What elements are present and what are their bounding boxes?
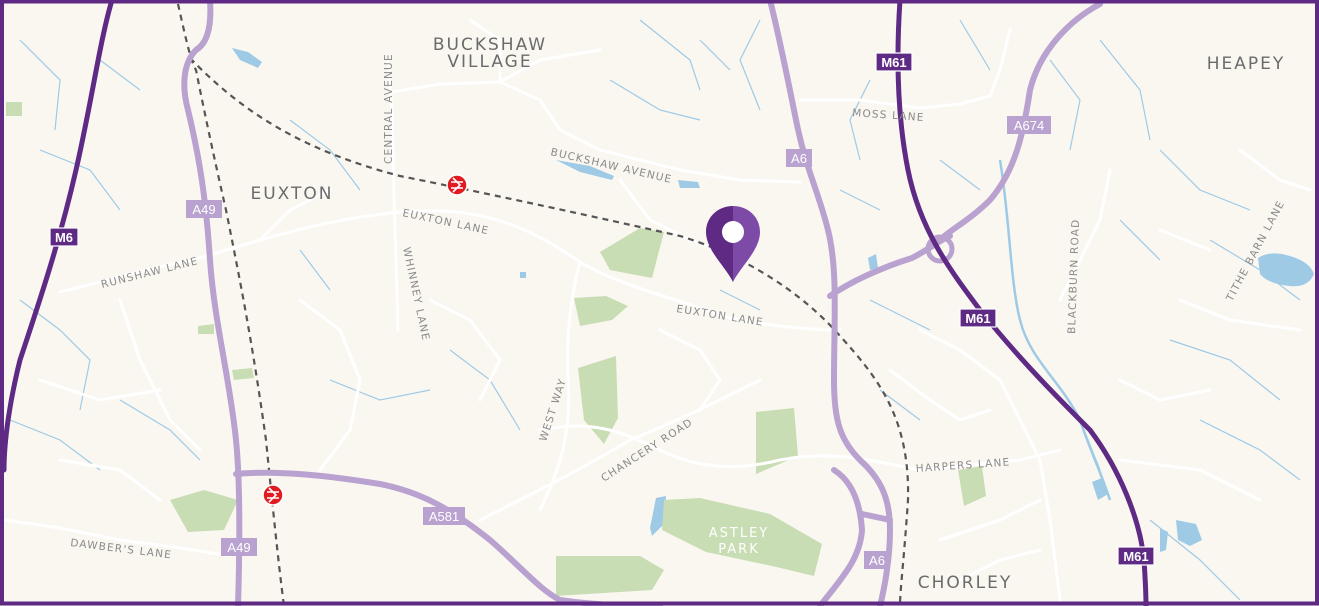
place-label-village: VILLAGE — [447, 52, 532, 72]
road-shield-a49-bottom: A49 — [221, 538, 257, 556]
road-shield-m61-mid: M61 — [959, 308, 997, 328]
svg-text:A6: A6 — [869, 553, 885, 568]
svg-text:A581: A581 — [429, 509, 459, 524]
national-rail-icon[interactable] — [262, 484, 284, 506]
street-label-blackburn-road: BLACKBURN ROAD — [1066, 218, 1082, 334]
map-pin-icon[interactable] — [706, 206, 760, 282]
svg-text:A674: A674 — [1014, 118, 1044, 133]
svg-text:A49: A49 — [192, 202, 215, 217]
green-areas — [6, 102, 986, 596]
road-shield-m61-top: M61 — [875, 52, 913, 72]
national-rail-icon[interactable] — [446, 174, 468, 196]
street-label-tithe-barn-lane: TITHE BARN LANE — [1224, 198, 1288, 304]
svg-text:M61: M61 — [965, 311, 990, 326]
place-label-heapey: HEAPEY — [1207, 54, 1286, 74]
railways — [176, 3, 910, 606]
park-labels: ASTLEY PARK — [709, 526, 769, 557]
road-shield-m6: M6 — [49, 227, 79, 247]
a-roads — [181, 0, 1103, 606]
road-shield-a49-top: A49 — [186, 200, 222, 218]
park-label-park: PARK — [718, 542, 759, 557]
svg-text:M6: M6 — [55, 230, 73, 245]
svg-text:A49: A49 — [227, 540, 250, 555]
road-shield-a6-bottom: A6 — [864, 551, 890, 569]
road-shield-a674: A674 — [1007, 116, 1051, 134]
street-label-runshaw-lane: RUNSHAW LANE — [100, 255, 200, 291]
street-label-whinney-lane: WHINNEY LANE — [400, 246, 432, 342]
svg-text:A6: A6 — [791, 151, 807, 166]
street-label-central-avenue: CENTRAL AVENUE — [383, 53, 395, 164]
svg-text:M61: M61 — [881, 55, 906, 70]
minor-roads — [3, 18, 1312, 602]
place-label-buckshaw: BUCKSHAW — [433, 35, 547, 55]
place-labels: BUCKSHAW VILLAGE EUXTON HEAPEY CHORLEY — [250, 35, 1286, 593]
place-label-euxton: EUXTON — [250, 184, 333, 204]
park-label-astley: ASTLEY — [709, 526, 769, 541]
motorways — [1, 0, 1149, 606]
street-label-moss-lane: MOSS LANE — [852, 107, 925, 124]
svg-text:M61: M61 — [1123, 549, 1148, 564]
street-label-west-way: WEST WAY — [537, 377, 569, 443]
road-shield-a6-top: A6 — [786, 149, 812, 167]
place-label-chorley: CHORLEY — [918, 573, 1012, 593]
street-label-euxton-lane-east: EUXTON LANE — [676, 303, 765, 329]
road-shield-m61-bottom: M61 — [1117, 546, 1155, 566]
water-bodies — [232, 48, 1314, 552]
road-shield-a581: A581 — [423, 507, 465, 525]
